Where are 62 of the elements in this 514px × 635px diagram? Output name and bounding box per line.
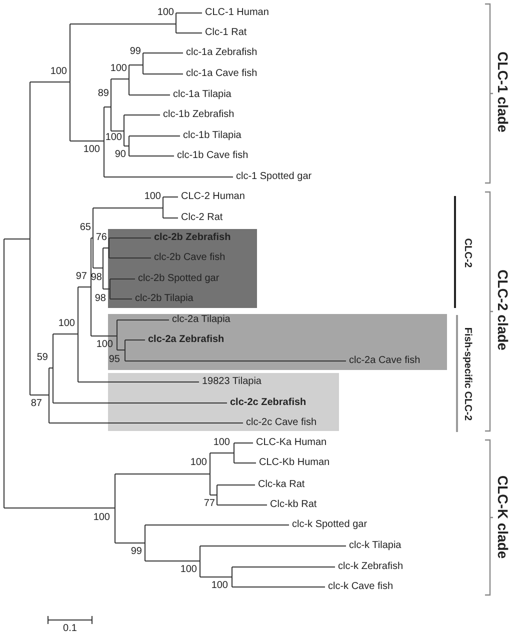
taxon-label: Clc-2 Rat (181, 212, 223, 224)
bootstrap-value: 59 (36, 352, 48, 364)
bootstrap-value: 76 (96, 232, 107, 244)
taxon-label: clc-2b Spotted gar (138, 273, 220, 285)
taxon-label: clc-2a Zebrafish (148, 334, 224, 346)
clade-label: CLC-1 clade (495, 52, 511, 132)
bootstrap-value: 100 (83, 144, 100, 156)
bootstrap-value: 77 (204, 498, 215, 510)
taxon-label: clc-1b Tilapia (183, 130, 242, 142)
taxon-label: clc-1 Spotted gar (236, 171, 312, 183)
taxon-label: clc-k Spotted gar (292, 519, 368, 531)
bootstrap-value: 100 (50, 66, 67, 78)
bootstrap-value: 99 (130, 46, 141, 58)
bootstrap-value: 100 (144, 191, 161, 203)
taxon-label: clc-k Zebrafish (338, 561, 404, 573)
bootstrap-value: 65 (80, 222, 91, 234)
taxon-label: CLC-1 Human (205, 7, 269, 19)
taxon-label: clc-2b Zebrafish (154, 232, 231, 244)
taxon-label: Clc-ka Rat (258, 479, 305, 491)
taxon-label: clc-2a Cave fish (349, 355, 420, 367)
bootstrap-value: 100 (96, 339, 113, 351)
taxon-label: clc-2b Tilapia (135, 293, 194, 305)
subclade-label: Fish-specific CLC-2 (461, 327, 473, 421)
bootstrap-value: 100 (93, 512, 110, 524)
taxon-label: clc-1b Cave fish (177, 150, 248, 162)
subclade-label: CLC-2 (461, 238, 473, 268)
bootstrap-value: 100 (105, 132, 122, 144)
bootstrap-value: 95 (108, 354, 120, 366)
taxon-label: clc-k Cave fish (328, 581, 394, 593)
bootstrap-value: 100 (180, 564, 197, 576)
taxon-label: 19823 Tilapia (202, 376, 262, 388)
bootstrap-value: 98 (94, 293, 106, 305)
clade-label: CLC-2 clade (495, 270, 511, 350)
bootstrap-value: 100 (190, 457, 207, 469)
taxon-label: clc-2c Cave fish (246, 417, 317, 429)
taxon-label: clc-k Tilapia (349, 540, 402, 552)
taxon-label: clc-1a Tilapia (173, 89, 232, 101)
taxon-label: clc-1a Cave fish (186, 68, 258, 80)
highlight-band (108, 229, 257, 308)
taxon-label: Clc-1 Rat (205, 27, 247, 39)
bootstrap-value: 90 (114, 149, 126, 161)
taxon-label: CLC-Kb Human (259, 457, 330, 469)
scale-label: 0.1 (63, 623, 77, 635)
bootstrap-value: 89 (98, 88, 109, 100)
taxon-label: clc-2b Cave fish (154, 252, 226, 264)
taxon-label: clc-1b Zebrafish (163, 109, 234, 121)
bootstrap-value: 87 (30, 398, 42, 410)
taxon-label: CLC-Ka Human (256, 437, 327, 449)
taxon-label: clc-2a Tilapia (172, 314, 230, 326)
bootstrap-value: 97 (76, 271, 87, 283)
highlight-band (108, 373, 339, 431)
bootstrap-value: 99 (130, 546, 142, 558)
bootstrap-value: 100 (58, 318, 75, 330)
bootstrap-value: 100 (157, 7, 174, 19)
bootstrap-value: 100 (110, 63, 127, 75)
clade-label: CLC-K clade (495, 475, 511, 559)
taxon-label: Clc-kb Rat (270, 499, 317, 511)
taxon-label: CLC-2 Human (181, 191, 245, 203)
bootstrap-value: 100 (211, 580, 228, 592)
taxon-label: clc-1a Zebrafish (186, 47, 258, 59)
taxon-label: clc-2c Zebrafish (230, 397, 306, 409)
bootstrap-value: 100 (213, 437, 230, 449)
